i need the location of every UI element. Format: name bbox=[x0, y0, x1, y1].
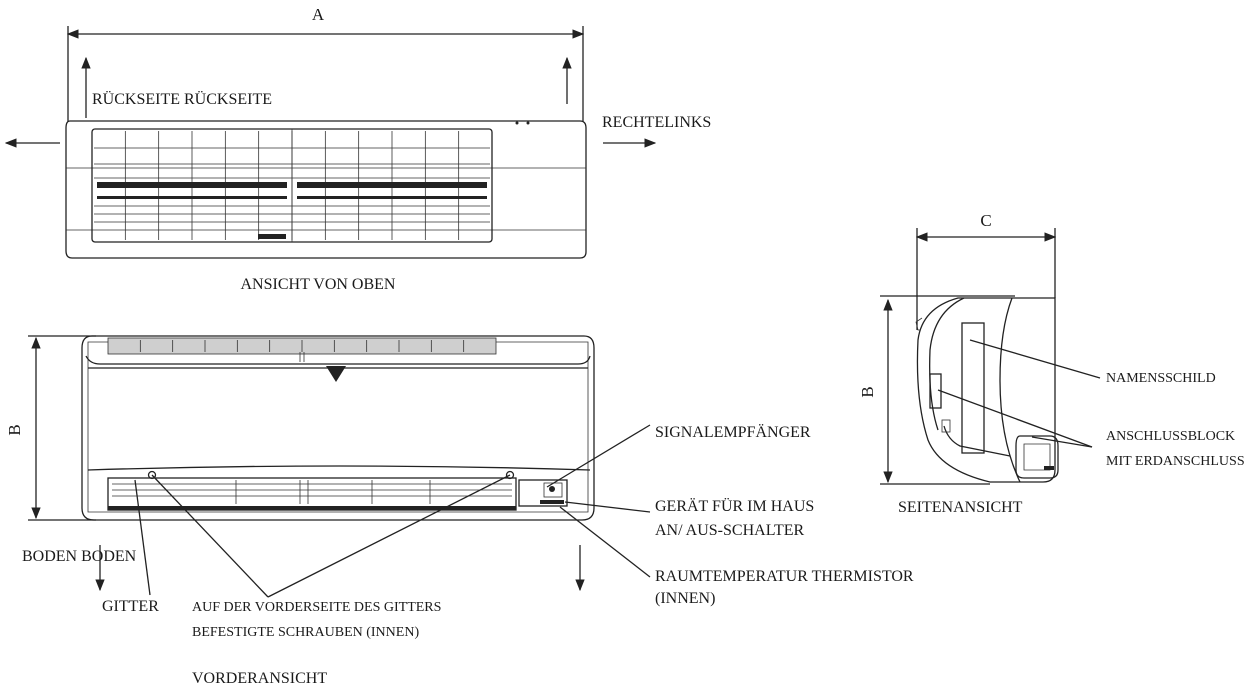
terminal-block-leader-1 bbox=[937, 389, 1093, 448]
name-plate-leader bbox=[969, 339, 1101, 379]
terminal-label-line2: MIT ERDANSCHLUSS bbox=[1106, 454, 1245, 469]
dimension-a: A bbox=[66, 5, 585, 122]
dimension-c-label: C bbox=[980, 211, 991, 230]
top-view-unit bbox=[65, 120, 587, 259]
screws-label-line1: AUF DER VORDERSEITE DES GITTERS bbox=[192, 600, 441, 615]
grille-screw-right bbox=[505, 470, 515, 480]
thermistor-leader bbox=[559, 506, 651, 578]
signal-receiver-box bbox=[518, 479, 568, 507]
right-left-label: RECHTELINKS bbox=[602, 114, 711, 131]
dimension-b-side-label: B bbox=[858, 386, 877, 397]
signal-receiver-label: SIGNALEMPFÄNGER bbox=[655, 423, 811, 441]
side-view-caption: SEITENANSICHT bbox=[898, 499, 1023, 516]
screw-leader-left bbox=[151, 474, 269, 598]
side-view: C B NAM bbox=[858, 211, 1245, 516]
screw-leader-right bbox=[267, 474, 511, 598]
dimension-b-front-label: B bbox=[5, 424, 24, 435]
dimension-b-front: B bbox=[5, 335, 96, 521]
terminal-label-line1: ANSCHLUSSBLOCK bbox=[1106, 429, 1235, 444]
name-plate bbox=[961, 322, 985, 454]
side-view-unit bbox=[915, 297, 1059, 483]
front-louvers bbox=[112, 480, 512, 504]
top-view: A RÜCKSEITE RÜCKSEITE RECHTELINKS ANS bbox=[4, 5, 711, 293]
grille-screw-left bbox=[147, 470, 157, 480]
front-view-unit bbox=[81, 335, 595, 521]
dimension-b-side: B bbox=[858, 295, 1015, 485]
grille-label: GITTER bbox=[102, 598, 159, 615]
signal-receiver-leader bbox=[546, 424, 651, 488]
dimension-c: C bbox=[915, 211, 1057, 330]
rear-label: RÜCKSEITE RÜCKSEITE bbox=[92, 90, 272, 108]
dimension-a-label: A bbox=[312, 5, 325, 24]
grille-leader bbox=[134, 479, 151, 596]
name-plate-label: NAMENSSCHILD bbox=[1106, 371, 1216, 386]
terminal-block-leader-2 bbox=[1031, 436, 1093, 448]
front-intake-slots bbox=[139, 340, 465, 352]
top-view-caption: ANSICHT VON OBEN bbox=[241, 276, 396, 293]
floor-label: BODEN BODEN bbox=[22, 548, 137, 565]
indoor-switch-leader bbox=[564, 501, 651, 513]
thermistor-label-line2: (INNEN) bbox=[655, 590, 715, 607]
indoor-unit-label-line2: AN/ AUS-SCHALTER bbox=[655, 522, 805, 539]
indoor-unit-label-line1: GERÄT FÜR IM HAUS bbox=[655, 497, 814, 515]
front-view-caption: VORDERANSICHT bbox=[192, 670, 327, 687]
front-view: B bbox=[5, 335, 914, 687]
screws-label-line2: BEFESTIGTE SCHRAUBEN (INNEN) bbox=[192, 625, 419, 640]
thermistor-label-line1: RAUMTEMPERATUR THERMISTOR bbox=[655, 568, 914, 585]
